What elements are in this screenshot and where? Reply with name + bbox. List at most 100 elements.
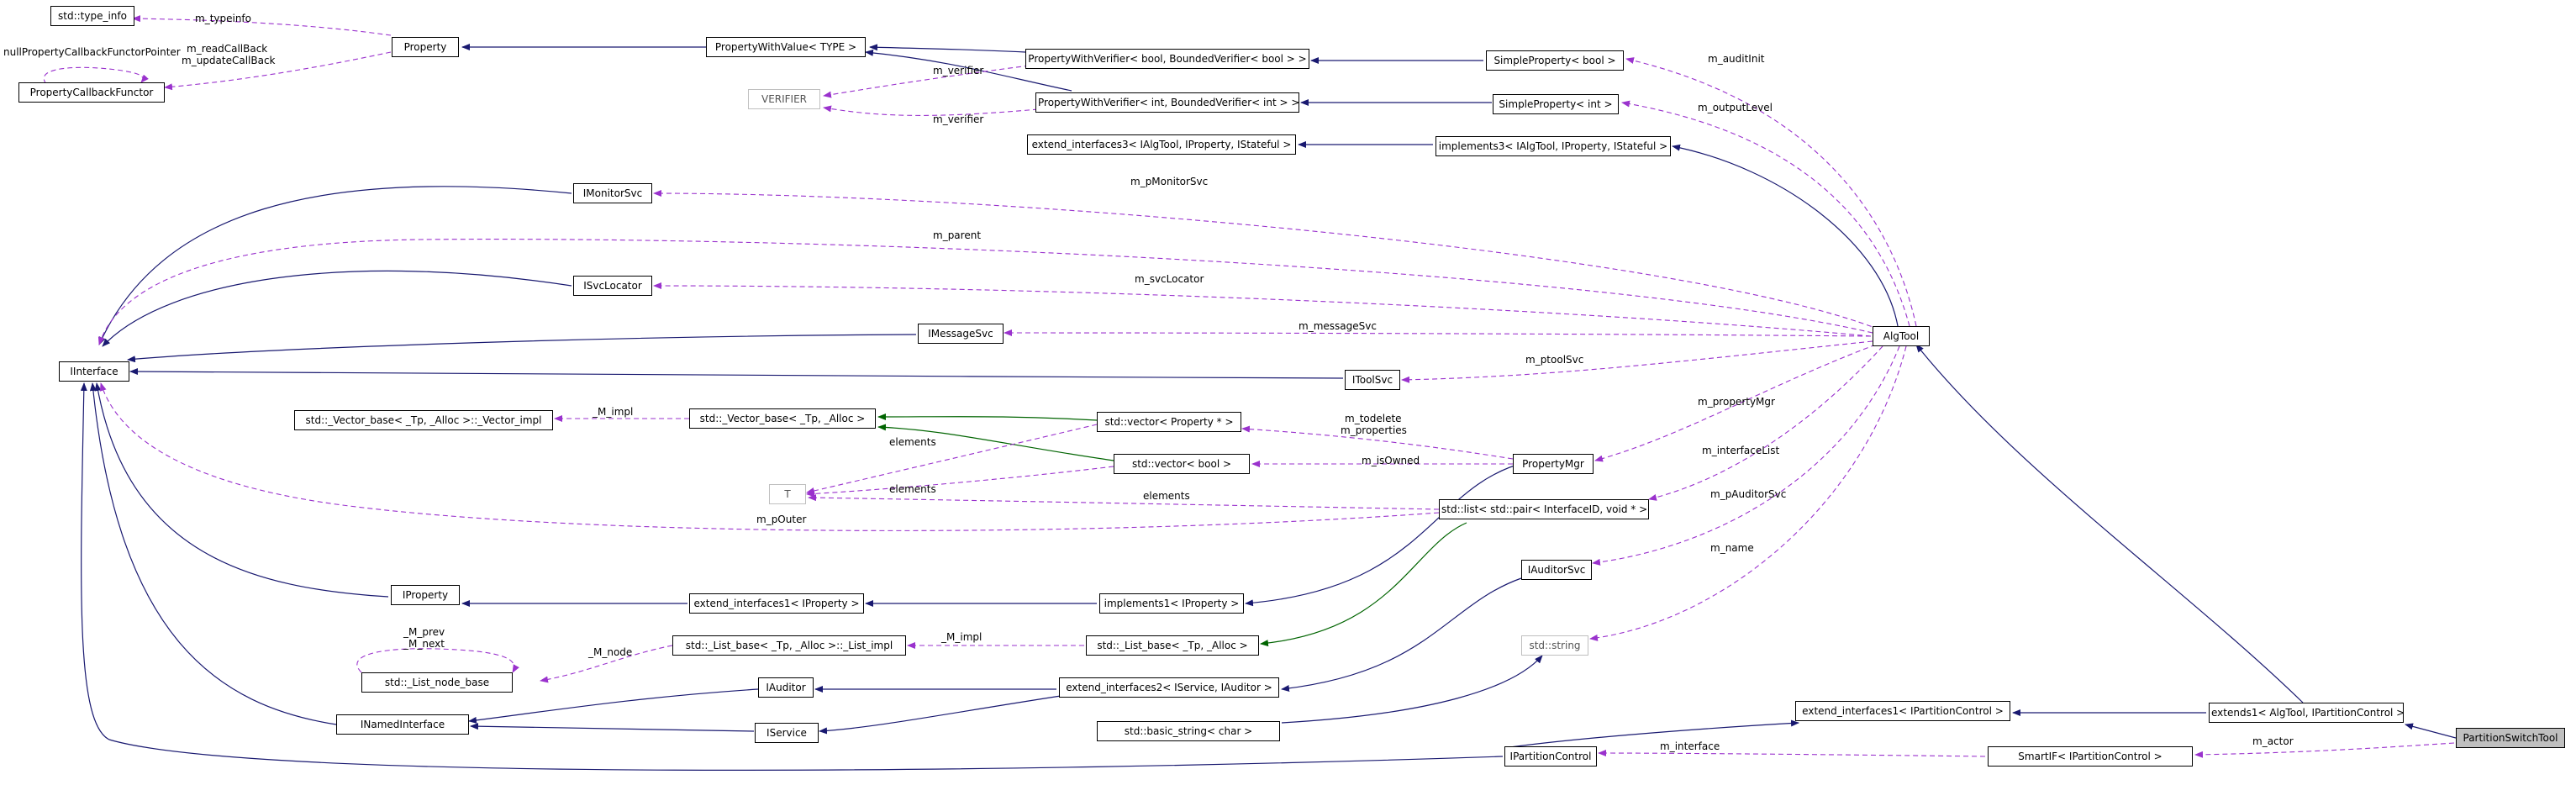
edge-vectorproperty-to-vectorbase (877, 413, 1098, 421)
class-node-std-string[interactable]: std::string (1521, 635, 1588, 656)
class-node-iauditor[interactable]: IAuditor (758, 677, 814, 698)
class-node-vector-bool[interactable]: std::vector< bool > (1114, 454, 1250, 474)
edge-label-m-pouter: m_pOuter (756, 514, 806, 525)
edge-extend2-to-iservice (819, 695, 1061, 735)
edge-pwvbool-verifier (823, 65, 1030, 98)
edge-inamedinterface-to-iinterface (89, 382, 337, 725)
edge-label-m-parent: m_parent (933, 229, 981, 241)
edge-label-m-readcallback: m_readCallBack (187, 43, 267, 55)
class-node-list-node-base[interactable]: std::_List_node_base (361, 672, 513, 693)
class-node-std-type-info[interactable]: std::type_info (50, 6, 134, 26)
class-node-vector-base[interactable]: std::_Vector_base< _Tp, _Alloc > (689, 408, 876, 429)
edge-label-elements-3: elements (1143, 490, 1190, 502)
class-node-basic-string[interactable]: std::basic_string< char > (1097, 721, 1280, 741)
class-node-iinterface[interactable]: IInterface (59, 361, 129, 382)
edge-isvclocator-to-iinterface (102, 270, 572, 347)
class-node-t[interactable]: T (769, 484, 806, 504)
edge-label-m-impl-vector: _M_impl (592, 406, 633, 418)
class-node-extend-interfaces3[interactable]: extend_interfaces3< IAlgTool, IProperty,… (1027, 134, 1296, 155)
edge-algtool-to-implements3 (1672, 144, 1899, 327)
edge-algtool-toolsvc (1401, 340, 1873, 383)
edge-basicstring-to-stdstring (1281, 655, 1543, 724)
edge-vectorproperty-t (806, 424, 1098, 494)
edge-algtool-auditinit (1625, 57, 1917, 327)
edge-label-m-pauditorsvc: m_pAuditorSvc (1710, 488, 1786, 500)
class-node-ipartitioncontrol[interactable]: IPartitionControl (1504, 746, 1597, 767)
edge-label-m-prev: _M_prev (403, 626, 445, 638)
class-node-isvclocator[interactable]: ISvcLocator (573, 276, 652, 296)
class-node-vector-property[interactable]: std::vector< Property * > (1097, 412, 1241, 432)
edge-imonitorsvc-to-iinterface (98, 186, 572, 345)
class-node-itoolsvc[interactable]: IToolSvc (1345, 370, 1400, 390)
edge-label-m-propertymgr: m_propertyMgr (1698, 396, 1775, 408)
edge-algtool-outputlevel (1621, 100, 1910, 327)
class-node-inamedinterface[interactable]: INamedInterface (336, 714, 469, 735)
edge-propertymgr-to-implements1 (1245, 461, 1526, 607)
edge-iauditorsvc-to-extend2 (1281, 577, 1522, 692)
edge-property-callback (164, 51, 392, 91)
edge-label-m-verifier-1: m_verifier (933, 65, 983, 76)
edge-pwvint-to-propertywithvalue (865, 49, 1072, 92)
class-node-extend-interfaces2[interactable]: extend_interfaces2< IService, IAuditor > (1059, 677, 1279, 698)
class-node-implements1[interactable]: implements1< IProperty > (1099, 593, 1244, 614)
class-node-verifier[interactable]: VERIFIER (748, 89, 820, 109)
class-node-list-base[interactable]: std::_List_base< _Tp, _Alloc > (1086, 635, 1259, 656)
edge-imessagesvc-to-iinterface (127, 334, 917, 363)
edge-iservice-to-inamedinterface (470, 723, 755, 732)
edge-algtool-monitorsvc (653, 190, 1880, 330)
edge-itoolsvc-to-iinterface (129, 368, 1344, 379)
edge-partitionswitchtool-actor (2194, 742, 2455, 758)
class-node-simple-property-int[interactable]: SimpleProperty< int > (1493, 94, 1619, 114)
edge-label-m-interface: m_interface (1660, 740, 1720, 752)
edge-vectorbool-to-vectorbase (877, 424, 1114, 461)
class-node-pwv-bool[interactable]: PropertyWithVerifier< bool, BoundedVerif… (1025, 49, 1309, 69)
class-node-imessagesvc[interactable]: IMessageSvc (918, 324, 1004, 344)
edge-property-typeinfo (132, 15, 392, 36)
class-node-extends1[interactable]: extends1< AlgTool, IPartitionControl > (2209, 703, 2404, 723)
edge-label-elements-2: elements (889, 483, 936, 495)
class-node-pwv-int[interactable]: PropertyWithVerifier< int, BoundedVerifi… (1035, 92, 1299, 113)
edge-label-m-updatecallback: m_updateCallBack (182, 55, 276, 66)
edge-pwvint-verifier (823, 105, 1039, 116)
edge-iauditor-to-inamedinterface (468, 688, 759, 724)
class-node-smartif[interactable]: SmartIF< IPartitionControl > (1988, 746, 2193, 767)
class-node-property-with-value[interactable]: PropertyWithValue< TYPE > (706, 37, 866, 57)
edge-label-m-typeinfo: m_typeinfo (195, 13, 251, 24)
class-node-list-impl[interactable]: std::_List_base< _Tp, _Alloc >::_List_im… (672, 635, 906, 656)
class-node-iservice[interactable]: IService (755, 723, 819, 743)
edge-label-elements-1: elements (889, 436, 936, 448)
edge-extends1-to-algtool (1915, 344, 2304, 703)
class-node-iauditorsvc[interactable]: IAuditorSvc (1521, 560, 1592, 580)
edge-partitionswitchtool-to-extends1 (2405, 723, 2457, 739)
edge-algtool-interfacelist (1648, 345, 1883, 501)
edge-listpair-to-listbase (1260, 522, 1467, 647)
class-node-property-callback-functor[interactable]: PropertyCallbackFunctor (18, 82, 165, 103)
class-node-property-mgr[interactable]: PropertyMgr (1513, 454, 1594, 474)
edge-algtool-auditorsvc (1592, 345, 1900, 566)
class-node-implements3[interactable]: implements3< IAlgTool, IProperty, IState… (1436, 136, 1671, 156)
class-node-extend-interfaces1-ipartitioncontrol[interactable]: extend_interfaces1< IPartitionControl > (1795, 701, 2010, 721)
edge-listnode-self (356, 648, 519, 673)
edge-label-m-messagesvc: m_messageSvc (1299, 320, 1377, 332)
class-node-simple-property-bool[interactable]: SimpleProperty< bool > (1486, 50, 1624, 71)
class-node-list-pair[interactable]: std::list< std::pair< InterfaceID, void … (1439, 499, 1649, 519)
edge-label-null-pointer: nullPropertyCallbackFunctorPointer (3, 46, 181, 58)
edge-listpair-t (808, 494, 1440, 510)
edge-label-m-svclocator: m_svcLocator (1135, 273, 1204, 285)
edge-label-m-isowned: m_isOwned (1362, 455, 1420, 466)
class-node-vector-impl[interactable]: std::_Vector_base< _Tp, _Alloc >::_Vecto… (294, 410, 553, 430)
edge-ipartitioncontrol-to-extend1ipc (1504, 719, 1799, 749)
edge-ipartitioncontrol-to-iinterface (80, 382, 1504, 771)
class-node-iproperty[interactable]: IProperty (391, 585, 460, 605)
edge-algtool-messagesvc (1004, 329, 1872, 337)
edge-label-m-impl-list: _M_impl (940, 631, 982, 643)
edge-label-m-name: m_name (1710, 542, 1754, 554)
edge-listimpl-node (540, 645, 673, 683)
class-node-imonitorsvc[interactable]: IMonitorSvc (573, 183, 652, 203)
edge-label-m-auditinit: m_auditInit (1708, 53, 1765, 65)
class-node-partition-switch-tool[interactable]: PartitionSwitchTool (2456, 728, 2565, 748)
class-node-algtool[interactable]: AlgTool (1873, 326, 1930, 346)
class-node-extend-interfaces1-iproperty[interactable]: extend_interfaces1< IProperty > (689, 593, 864, 614)
class-node-property[interactable]: Property (392, 37, 459, 57)
